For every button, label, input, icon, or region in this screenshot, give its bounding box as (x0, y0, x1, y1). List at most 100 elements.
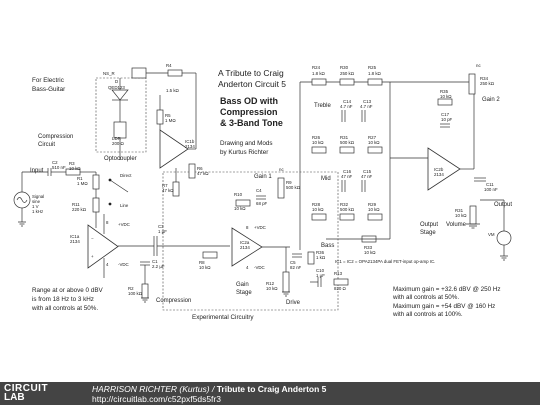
r27-resistor (367, 146, 383, 154)
r25-value: 1.8 kΩ (368, 71, 382, 76)
r32-potentiometer[interactable] (339, 213, 355, 221)
ground-symbol (141, 297, 149, 303)
ic1b-name: IC1b (185, 139, 195, 144)
label-line: Line (120, 203, 129, 208)
label-gain-1: Gain 1 (254, 174, 272, 180)
ic1a-opamp (87, 224, 119, 269)
ic1-pin4: 4 (106, 262, 109, 267)
c17-value: 10 pF (441, 117, 453, 122)
r31-name: R31 (340, 135, 349, 140)
sig-line-2: sine (32, 199, 41, 204)
label-gain-2: Gain 2 (482, 97, 500, 103)
r5-name: R5 (165, 113, 171, 118)
r25-name: R25 (368, 65, 377, 70)
label-output-stage-1: Output (420, 222, 438, 228)
r24-name: R24 (312, 65, 321, 70)
r3-name: R3 (69, 161, 75, 166)
label-treble: Treble (314, 103, 331, 109)
c2-value: 510 nF (52, 165, 66, 170)
switch-lever (109, 179, 129, 193)
r31-volume-potentiometer[interactable] (469, 205, 477, 225)
ic2b-opamp (427, 147, 461, 191)
r32-value: 500 kΩ (340, 207, 355, 212)
ic2a-opamp (231, 227, 263, 267)
r26-resistor (311, 146, 327, 154)
ic1b-opamp (159, 129, 189, 169)
r36-value: 1 kΩ (316, 255, 326, 260)
subtitle-line-1: Bass OD with (220, 96, 278, 106)
r27-name: R27 (368, 135, 377, 140)
r8-name: R8 (199, 260, 205, 265)
footer-circuit-title[interactable]: Tribute to Craig Anderton 5 (216, 384, 327, 394)
r10-resistor (235, 199, 251, 207)
r28-name: R28 (312, 202, 321, 207)
footer-url[interactable]: http://circuitlab.com/c52pxf5ds5fr3 (92, 394, 221, 404)
ic1-vdc-pos: +VDC (118, 222, 130, 227)
note-gain-1b: with all controls at 50%. (392, 294, 459, 301)
r33-value: 10 kΩ (364, 250, 376, 255)
note-experimental: Experimental Circuitry (192, 314, 254, 321)
footer-author[interactable]: HARRISON RICHTER (Kurtus) (92, 384, 210, 394)
label-compression-circuit-2: Circuit (38, 142, 55, 148)
r1-value: 1 MΩ (77, 181, 88, 186)
r9-potentiometer[interactable] (277, 177, 285, 199)
ground-symbol (500, 255, 508, 261)
c16-value: 47 nF (341, 174, 353, 179)
ic1a-value: 2134 (70, 239, 80, 244)
optocoupler-box (95, 77, 147, 153)
ic1-pin8: 8 (106, 220, 109, 225)
circuitlab-logo[interactable]: CIRCUIT LAB (4, 384, 60, 403)
label-direct: Direct (120, 173, 132, 178)
c17-name: C17 (441, 112, 450, 117)
r36-name: R36 (316, 250, 325, 255)
r35-value: 10 kΩ (440, 94, 452, 99)
ic2b-value: 2134 (434, 172, 444, 177)
r31b-value: 10 kΩ (455, 213, 467, 218)
r34-potentiometer[interactable] (468, 73, 476, 95)
note-gain-2: Maximum gain = +54 dBV @ 160 Hz (393, 303, 495, 310)
r4-resistor (167, 69, 183, 77)
r26-name: R26 (312, 135, 321, 140)
r1-name: R1 (77, 176, 83, 181)
credit-line-2: by Kurtus Richter (220, 149, 268, 156)
c14-name: C14 (343, 99, 352, 104)
r11-value: 220 kΩ (72, 207, 87, 212)
r28-value: 10 kΩ (312, 207, 324, 212)
label-gain-stage-1: Gain (236, 282, 249, 288)
c13-name: C13 (363, 99, 372, 104)
label-output: Output (494, 202, 512, 208)
label-ns-r: NS_R (103, 71, 115, 76)
r25-resistor (367, 78, 383, 86)
c16-name: C16 (343, 169, 352, 174)
ic2a-name: IC2a (240, 240, 250, 245)
title-line-2: Anderton Circuit 5 (218, 79, 286, 89)
ldr-value: 200 Ω (112, 141, 125, 146)
title-line-1: A Tribute to Craig (218, 68, 284, 78)
r31-potentiometer[interactable] (339, 146, 355, 154)
r2-resistor (141, 283, 149, 299)
r5-resistor (156, 109, 164, 125)
r10-value: 10 kΩ (234, 206, 246, 211)
r30-potentiometer[interactable] (339, 78, 355, 86)
r35-resistor (437, 98, 453, 106)
c10-name: C10 (316, 268, 325, 273)
label-volume: Volume (446, 222, 467, 228)
subtitle-line-2: Compression (220, 107, 278, 117)
label-compression: Compression (156, 298, 191, 304)
r29-value: 10 kΩ (368, 207, 380, 212)
label-nc-1: nc (279, 167, 284, 172)
c11-value: 100 nF (484, 187, 498, 192)
logo-line-2: LAB (4, 392, 25, 403)
ic1-vdc-neg: -VDC (118, 262, 129, 267)
out-terminal (131, 67, 147, 79)
r4-name: R4 (166, 63, 172, 68)
label-vm: VM (488, 232, 495, 237)
ic1a-name: IC1a (70, 234, 80, 239)
r4-value: 1.5 kΩ (166, 88, 180, 93)
r11-resistor (92, 197, 100, 213)
r36-resistor (307, 251, 315, 265)
r12-potentiometer[interactable] (282, 271, 290, 293)
sig-line-3: 1 V (32, 204, 39, 209)
r29-name: R29 (368, 202, 377, 207)
note-range-1: Range at or above 0 dBV (32, 287, 104, 294)
